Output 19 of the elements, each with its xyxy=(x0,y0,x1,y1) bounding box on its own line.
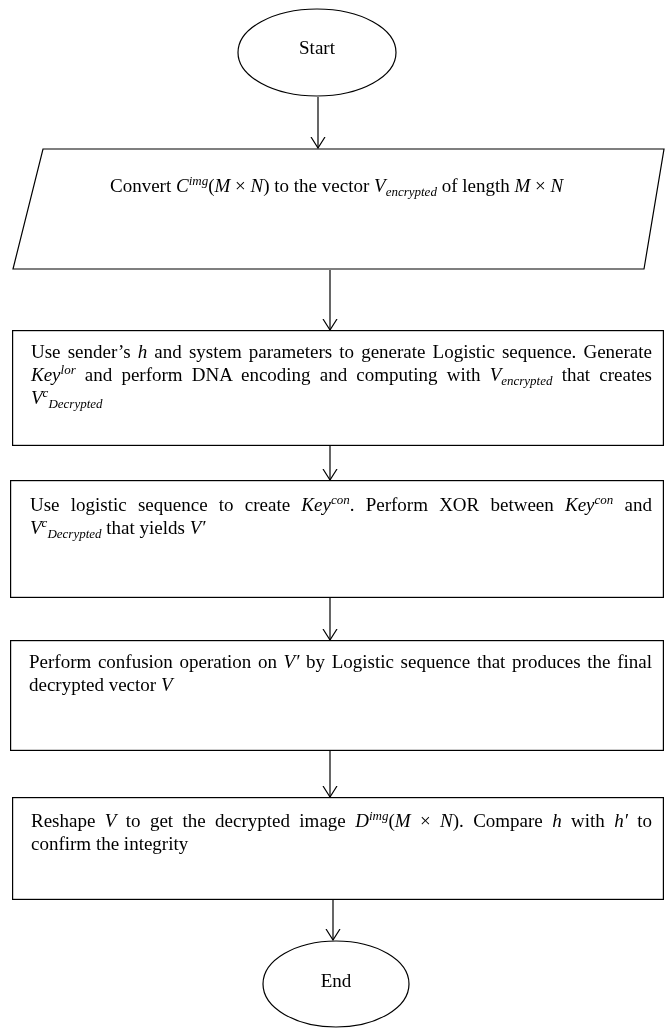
node-text: Convert C$^{img}$(M × N) to the vector V$_{encrypted}$ of length M × N xyxy=(110,174,564,197)
arrow xyxy=(322,750,338,798)
node-text: Perform confusion operation on V′ by Logistic sequence that produces the final decrypted vector V xyxy=(29,650,652,696)
arrow xyxy=(325,899,341,941)
terminal-ellipse xyxy=(237,8,397,97)
node-text: Reshape V to get the decrypted image D$^{img}$(M × N). Compare h with h′ to confirm the integrity xyxy=(31,809,652,855)
node-text: Start xyxy=(299,36,335,59)
process-box xyxy=(12,330,664,446)
arrow xyxy=(310,96,326,149)
node-text: End xyxy=(320,969,352,992)
terminal-ellipse xyxy=(262,940,410,1028)
process-box xyxy=(10,480,664,598)
arrow xyxy=(322,445,338,481)
node-text: Use logistic sequence to create Key$^{con}$. Perform XOR between Key$^{con}$ and V$^{c}$$_{Decrypted}$ that yields V′ xyxy=(30,493,652,539)
process-box xyxy=(12,797,664,900)
process-box xyxy=(10,640,664,751)
arrow xyxy=(322,597,338,641)
arrow xyxy=(322,269,338,331)
input-parallelogram xyxy=(12,148,664,270)
